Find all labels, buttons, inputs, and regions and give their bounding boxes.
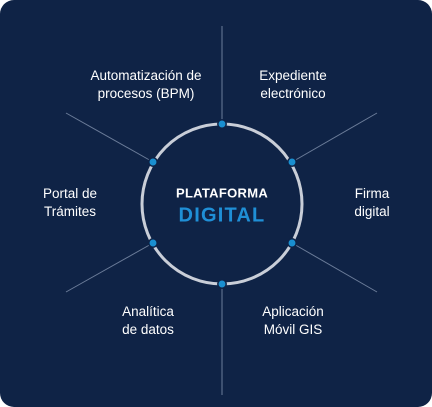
spoke-lower-left bbox=[65, 242, 154, 293]
center-subtitle: DIGITAL bbox=[178, 204, 266, 227]
node-bottom bbox=[217, 279, 227, 289]
label-line: Trámites bbox=[43, 204, 97, 219]
node-top bbox=[217, 119, 227, 129]
label-line: Expediente bbox=[259, 68, 327, 83]
center-title: PLATAFORMA bbox=[175, 185, 269, 201]
label-line: Analítica bbox=[122, 304, 174, 319]
node-upper-right bbox=[287, 157, 297, 167]
label-portal-de-tramites: Portal de Trámites bbox=[43, 185, 97, 221]
label-line: electrónico bbox=[260, 86, 326, 101]
spoke-lower-right bbox=[291, 242, 378, 293]
label-aplicacion-movil-gis: Aplicación Móvil GIS bbox=[262, 303, 324, 339]
label-analitica-de-datos: Analítica de datos bbox=[122, 303, 174, 339]
node-lower-left bbox=[148, 238, 158, 248]
label-expediente-electronico: Expediente electrónico bbox=[259, 67, 327, 103]
label-line: Móvil GIS bbox=[263, 322, 323, 337]
label-line: digital bbox=[354, 204, 390, 219]
label-line: Aplicación bbox=[262, 304, 324, 319]
label-line: Portal de bbox=[42, 186, 98, 201]
node-upper-left bbox=[148, 157, 158, 167]
label-line: de datos bbox=[122, 322, 174, 337]
label-firma-digital: Firma digital bbox=[354, 185, 389, 221]
node-lower-right bbox=[287, 238, 297, 248]
label-line: Firma bbox=[354, 186, 390, 201]
label-automatizacion-bpm: Automatización de procesos (BPM) bbox=[90, 67, 201, 103]
spoke-upper-left bbox=[65, 112, 154, 163]
label-line: procesos (BPM) bbox=[97, 86, 195, 101]
label-line: Automatización de bbox=[90, 68, 202, 83]
spoke-upper-right bbox=[291, 112, 378, 163]
